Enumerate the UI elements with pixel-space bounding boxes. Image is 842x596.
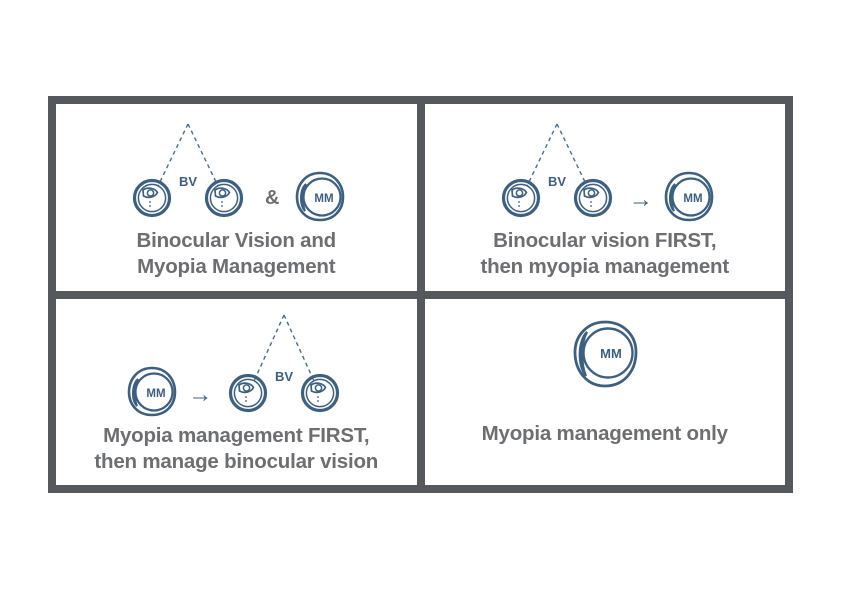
mm-label: MM	[600, 346, 622, 361]
mm-eye-group: MM	[662, 114, 716, 222]
mm-eye-icon: MM	[295, 171, 345, 222]
bv-label: BV	[179, 174, 197, 189]
convergence-lines-icon	[526, 123, 588, 187]
bv-label: BV	[548, 174, 566, 189]
quadrant-caption: Binocular Vision and Myopia Management	[136, 229, 337, 279]
convergence-lines-icon	[157, 123, 219, 187]
mm-eye-group: MM	[125, 309, 179, 417]
quadrant-grid: BV & MM	[48, 96, 793, 493]
icon-row: MM →	[56, 299, 417, 417]
quadrant-caption: Myopia management FIRST, then manage bin…	[94, 423, 379, 473]
bv-eye-pair-icon: BV	[133, 123, 244, 218]
eye-left-icon	[501, 178, 540, 218]
icon-row: MM	[425, 299, 786, 411]
mm-label: MM	[315, 193, 334, 205]
icon-row: BV → MM	[425, 104, 786, 222]
bv-eye-pair-group: BV	[125, 114, 251, 222]
bv-eye-pair-group: BV	[221, 309, 347, 417]
mm-label: MM	[683, 193, 702, 205]
mm-eye-icon: MM	[664, 171, 714, 222]
quadrant-caption: Myopia management only	[481, 421, 728, 445]
bv-eye-pair-group: BV	[494, 114, 620, 222]
eye-right-icon	[573, 178, 612, 218]
eye-left-icon	[229, 373, 268, 412]
quadrant-binocular-vision-and-myopia-management[interactable]: BV & MM	[56, 104, 417, 291]
connector-arrow: →	[188, 380, 213, 408]
connector-ampersand: &	[265, 187, 280, 209]
quadrant-myopia-management-only[interactable]: MM Myopia management only	[424, 298, 786, 485]
eye-right-icon	[205, 178, 244, 218]
bv-eye-pair-icon: BV	[501, 123, 612, 218]
bv-eye-pair-icon: BV	[229, 314, 340, 412]
convergence-lines-icon	[253, 314, 315, 381]
icon-row: BV & MM	[56, 104, 417, 222]
mm-eye-group: MM	[569, 319, 641, 391]
quadrant-binocular-vision-first[interactable]: BV → MM Binocular	[424, 104, 786, 291]
quadrant-caption: Binocular vision FIRST, then myopia mana…	[480, 229, 730, 279]
bv-label: BV	[275, 369, 293, 384]
connector-arrow: →	[628, 186, 653, 213]
mm-eye-group: MM	[293, 114, 347, 222]
eye-right-icon	[301, 373, 340, 412]
mm-eye-icon: MM	[127, 366, 177, 416]
quadrant-myopia-management-first[interactable]: MM →	[56, 298, 417, 485]
eye-left-icon	[133, 178, 172, 218]
mm-eye-icon: MM	[573, 320, 638, 387]
mm-label: MM	[147, 388, 166, 400]
